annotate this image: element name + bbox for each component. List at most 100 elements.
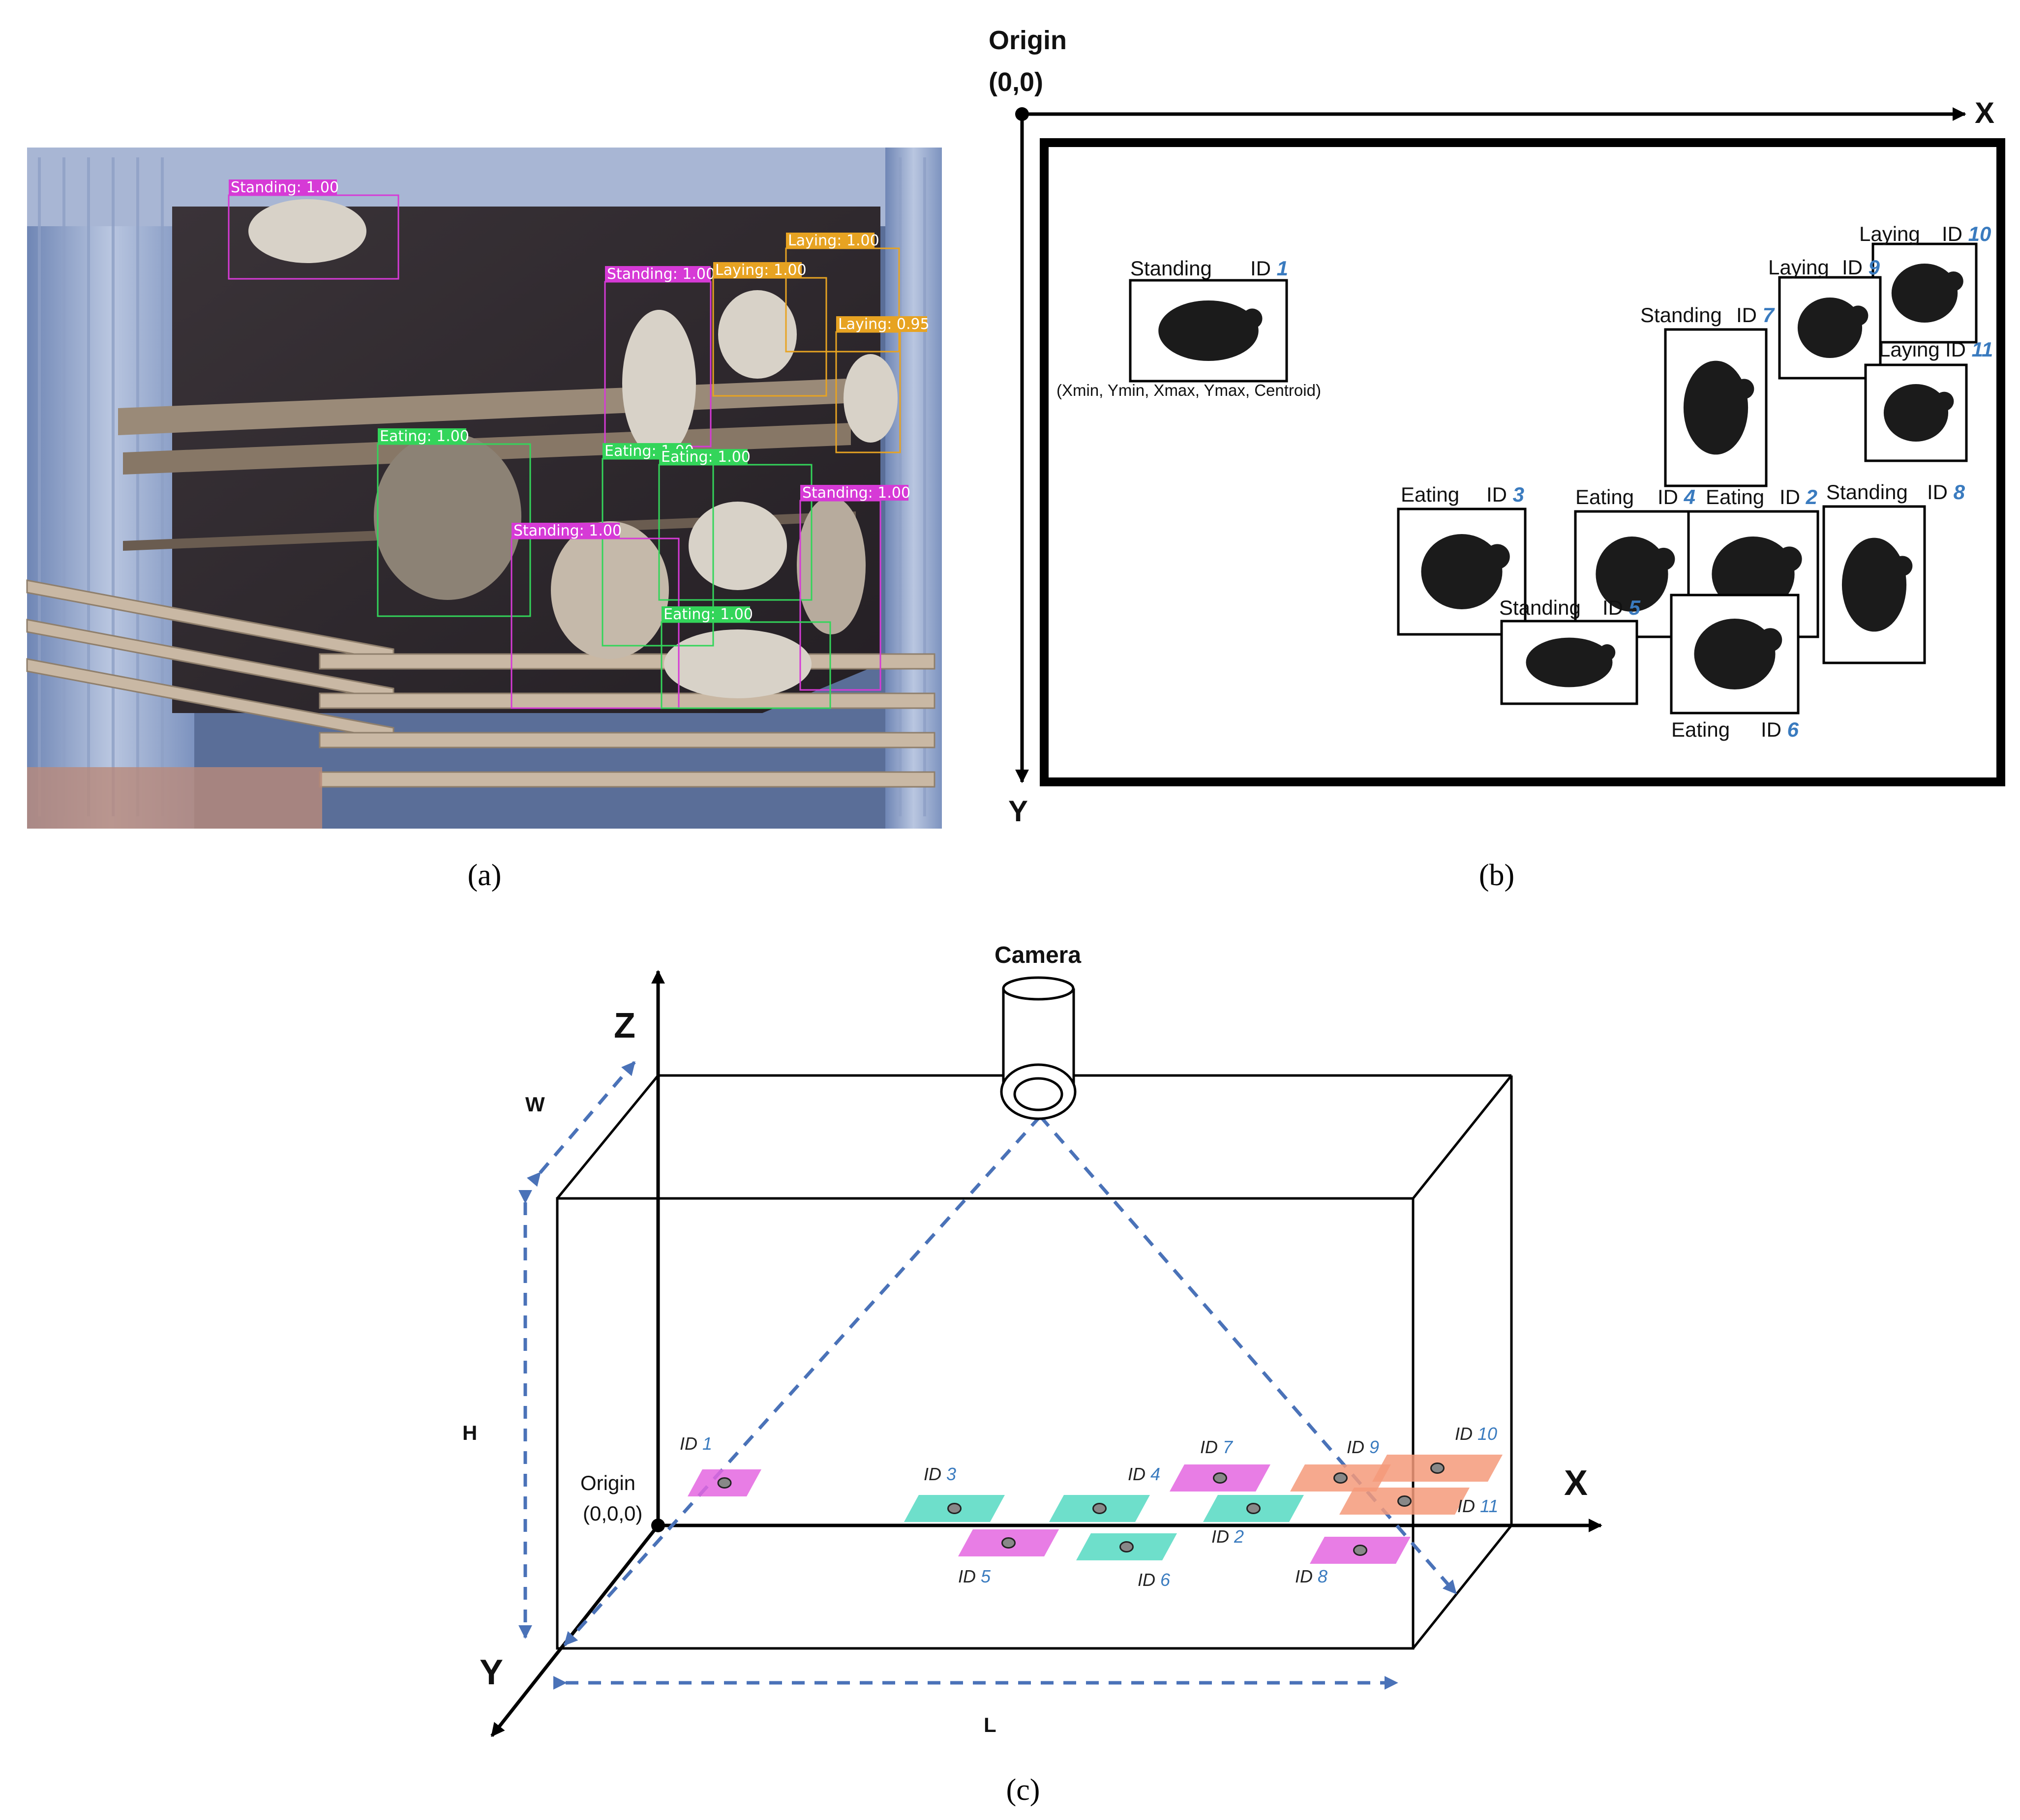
tile-id-label: ID 2: [1211, 1526, 1244, 1547]
animal-id-label: ID 5: [1602, 596, 1641, 619]
detection-label: Standing: 1.00: [513, 522, 622, 539]
centroid-dot-icon: [947, 1503, 962, 1514]
tile-id-label: ID 7: [1200, 1437, 1234, 1457]
origin-coords-b: (0,0): [989, 67, 1043, 97]
sheep-silhouette-icon: [1797, 298, 1863, 358]
sheep-silhouette-icon: [1421, 534, 1503, 609]
w-label: W: [525, 1093, 545, 1116]
detection-label: Laying: 0.95: [838, 316, 930, 333]
centroid-dot-icon: [1001, 1537, 1016, 1549]
floor-tile: ID 7: [1170, 1437, 1270, 1492]
detection-box: Laying: 0.95: [835, 316, 930, 453]
tile-id-label: ID 4: [1128, 1464, 1160, 1484]
floor-tile: ID 8: [1295, 1537, 1411, 1586]
detection-box: Standing: 1.00: [511, 522, 680, 709]
sheep-silhouette-icon: [1158, 300, 1259, 361]
sheep-head-icon: [1943, 271, 1963, 291]
centroid-dot-icon: [1430, 1462, 1445, 1474]
animal-box: Eating ID 4: [1574, 485, 1695, 638]
animal-box: Laying ID 9: [1768, 256, 1882, 380]
detection-box: Eating: 1.00: [658, 448, 813, 601]
animal-state-label: Laying: [1768, 256, 1829, 279]
sheep-head-icon: [1777, 546, 1802, 572]
caption-a: (a): [468, 859, 502, 892]
panel-a-photo: [26, 148, 942, 829]
left-wall: [27, 148, 194, 829]
animal-id-label: ID 9: [1842, 256, 1880, 279]
tile-id-label: ID 9: [1347, 1437, 1379, 1457]
animal-id-label: ID 8: [1927, 480, 1965, 504]
sheep-head-icon: [1242, 308, 1263, 329]
tile-id-label: ID 6: [1138, 1570, 1171, 1590]
sheep-head-icon: [1484, 544, 1510, 569]
animal-id-label: ID 2: [1779, 485, 1817, 508]
sheep-head-icon: [1734, 379, 1754, 399]
camera-label: Camera: [995, 942, 1081, 968]
animal-id-label: ID 4: [1658, 485, 1695, 508]
sheep-head-icon: [1934, 391, 1954, 411]
animal-state-label: Standing: [1499, 596, 1581, 619]
sheep-silhouette-icon: [1841, 537, 1907, 632]
sheep-head-icon: [1598, 644, 1616, 661]
h-label: H: [462, 1421, 477, 1444]
detection-box: Eating: 1.00: [377, 428, 531, 617]
y-axis-label-c: Y: [480, 1653, 503, 1692]
sheep-shapes: [248, 199, 898, 698]
detection-box: Standing: 1.00: [228, 179, 399, 280]
sheep-silhouette-icon: [1694, 619, 1776, 689]
floor-tile: ID 11: [1339, 1488, 1498, 1516]
detection-box: Eating: 1.00: [661, 606, 831, 709]
detection-label: Laying: 1.00: [715, 262, 807, 279]
sheep-head-icon: [1848, 305, 1869, 326]
detection-box: Laying: 1.00: [785, 232, 900, 353]
bbox-format-note: (Xmin, Ymin, Xmax, Ymax, Centroid): [1056, 381, 1321, 399]
y-axis-c: [490, 1524, 660, 1737]
animal-state-label: Laying: [1879, 338, 1940, 361]
x-axis-label-b: X: [1975, 96, 1994, 129]
origin-label-b: Origin: [989, 26, 1067, 55]
centroid-dot-icon: [1353, 1545, 1367, 1556]
y-axis-label-b: Y: [1008, 795, 1028, 828]
detection-label: Eating: 1.00: [380, 428, 469, 445]
pen-floor: [172, 207, 880, 713]
tile-id-label: ID 10: [1455, 1424, 1497, 1444]
animal-id-label: ID 11: [1945, 338, 1993, 361]
centroid-dot-icon: [1213, 1472, 1227, 1484]
sheep-silhouette-icon: [1891, 264, 1958, 323]
floor-tile: ID 9: [1290, 1437, 1391, 1492]
centroid-dot-icon: [1246, 1503, 1261, 1514]
animal-state-label: Standing: [1826, 480, 1908, 504]
sheep-silhouette-icon: [1596, 537, 1668, 612]
w-arrow: [526, 1061, 636, 1187]
animal-state-label: Eating: [1706, 485, 1764, 508]
l-label: L: [984, 1713, 996, 1736]
animal-state-label: Eating: [1401, 483, 1459, 506]
caption-c: (c): [1006, 1773, 1040, 1807]
sheep-silhouette-icon: [1883, 384, 1949, 442]
sheep-head-icon: [1892, 556, 1913, 576]
animal-state-label: Standing: [1130, 257, 1212, 280]
detection-label: Standing: 1.00: [802, 484, 910, 502]
animal-box: Eating ID 2: [1687, 485, 1819, 638]
animal-id-label: ID 10: [1942, 222, 1991, 245]
animal-state-label: Eating: [1575, 485, 1634, 508]
pen-outline: [1040, 138, 2005, 786]
tile-id-label: ID 11: [1457, 1496, 1498, 1516]
centroid-dot-icon: [1092, 1503, 1107, 1514]
floor-tile: ID 1: [680, 1433, 761, 1496]
floor-tile: ID 4: [1049, 1464, 1160, 1522]
detection-box: Standing: 1.00: [604, 266, 715, 448]
detection-box: Laying: 1.00: [712, 262, 827, 397]
animal-box: Standing ID 5: [1499, 596, 1641, 705]
sheep-head-icon: [1652, 547, 1675, 570]
detection-label: Standing: 1.00: [231, 179, 339, 196]
floor-tile: ID 3: [904, 1464, 1005, 1522]
camera-view-left: [563, 1115, 1042, 1646]
